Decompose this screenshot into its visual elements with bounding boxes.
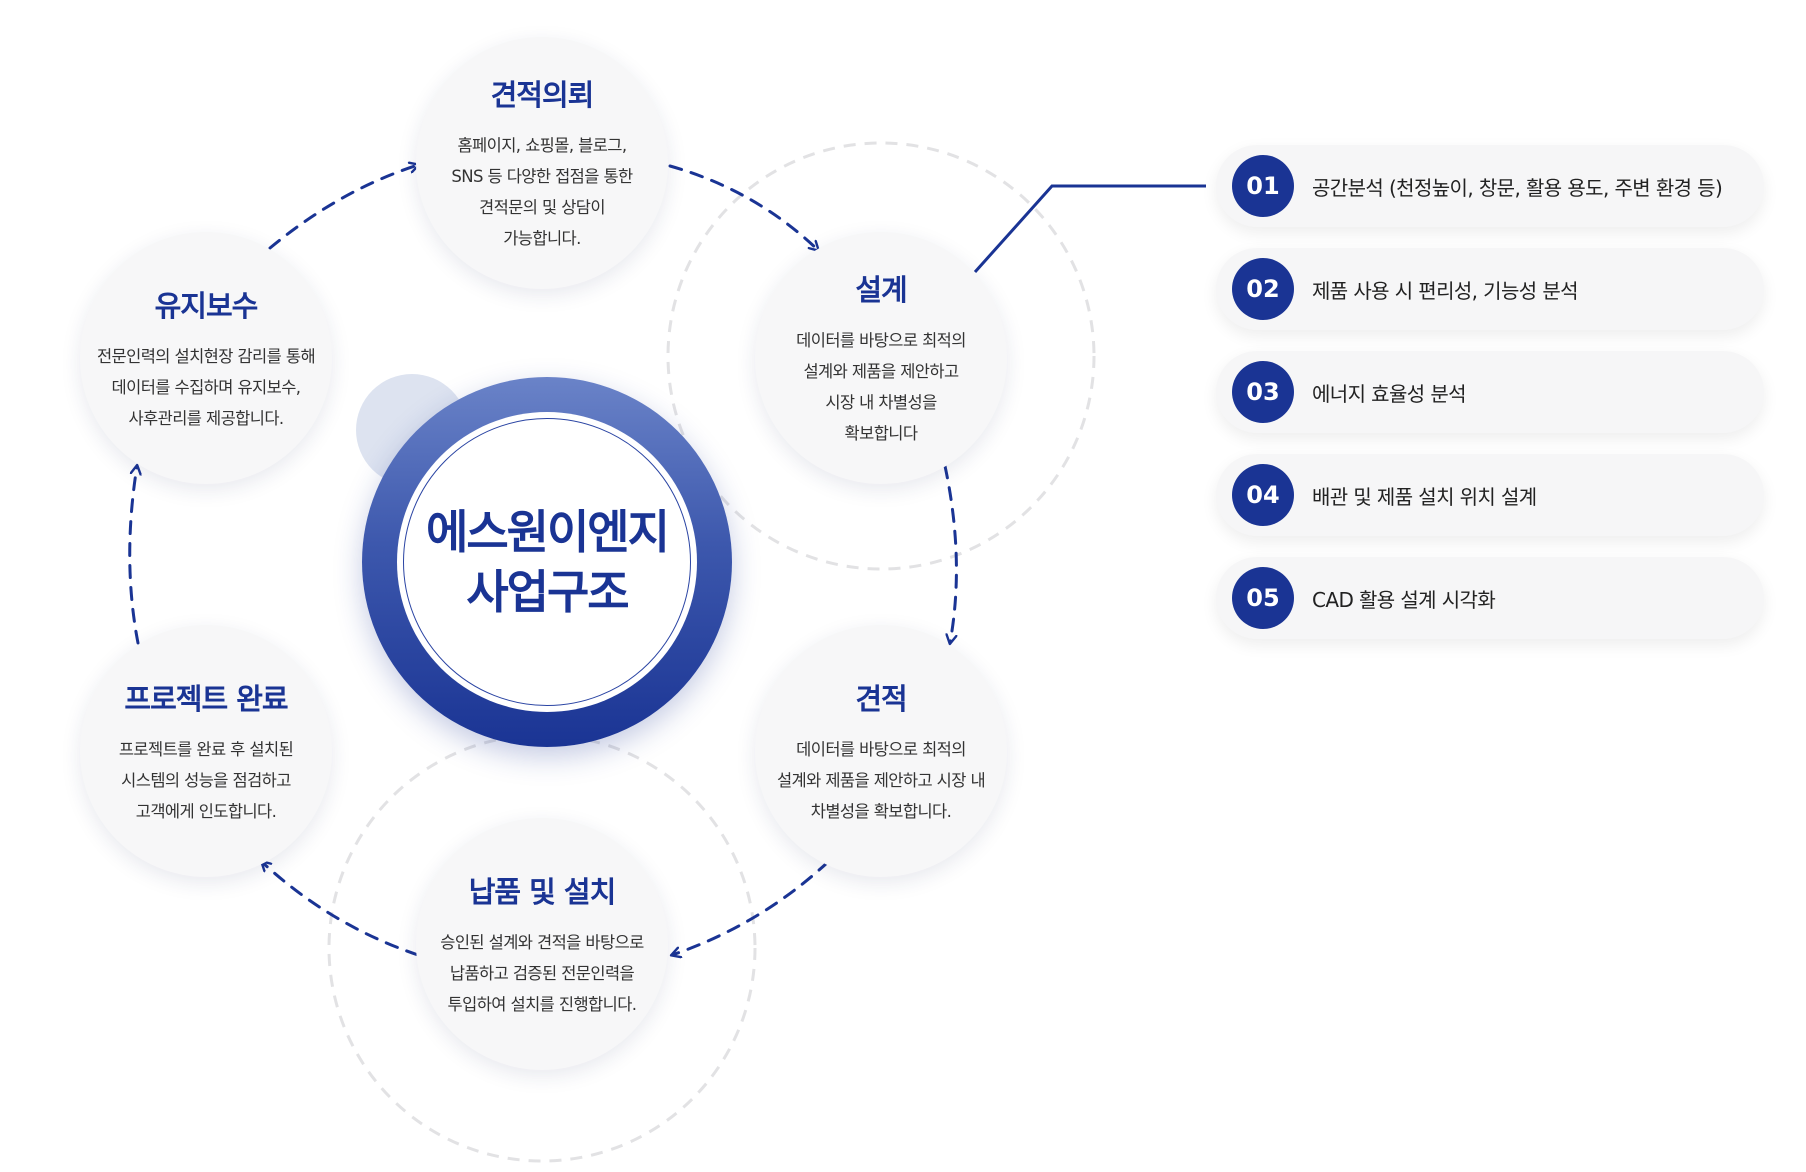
arrow-design-to-estimate — [943, 464, 958, 643]
feature-text: 제품 사용 시 편리성, 기능성 분석 — [1312, 278, 1579, 303]
feature-item: 04 배관 및 제품 설치 위치 설계 — [1216, 454, 1764, 536]
center-inner-circle: 에스원이엔지 사업구조 — [397, 412, 697, 712]
step-description-line: 시장 내 차별성을 — [825, 393, 937, 412]
step-description-line: 승인된 설계와 견적을 바탕으로 — [440, 932, 644, 952]
step-description-line: SNS 등 다양한 접점을 통한 — [451, 167, 633, 186]
step-title: 견적 — [855, 681, 907, 716]
step-design: 설계 데이터를 바탕으로 최적의 설계와 제품을 제안하고 시장 내 차별성을 … — [755, 232, 1007, 484]
center-title-line2: 사업구조 — [466, 565, 629, 619]
step-description: 홈페이지, 쇼핑몰, 블로그, SNS 등 다양한 접점을 통한 견적문의 및 … — [451, 130, 633, 254]
feature-number-badge: 02 — [1232, 258, 1294, 320]
feature-text: CAD 활용 설계 시각화 — [1312, 587, 1496, 612]
step-description-line: 전문인력의 설치현장 감리를 통해 — [96, 346, 316, 366]
feature-text: 공간분석 (천정높이, 창문, 활용 용도, 주변 환경 등) — [1312, 175, 1723, 200]
feature-item: 01 공간분석 (천정높이, 창문, 활용 용도, 주변 환경 등) — [1216, 145, 1764, 227]
step-description-line: 데이터를 바탕으로 최적의 — [796, 739, 966, 759]
step-description-line: 납품하고 검증된 전문인력을 — [449, 963, 635, 983]
step-description: 프로젝트를 완료 후 설치된 시스템의 성능을 점검하고 고객에게 인도합니다. — [118, 734, 294, 827]
arrow-quote-request-to-design — [668, 164, 818, 250]
arrow-maintenance-to-quote-request — [268, 165, 418, 250]
feature-number-badge: 03 — [1232, 361, 1294, 423]
step-description-line: 투입하여 설치를 진행합니다. — [447, 994, 638, 1014]
feature-text: 에너지 효율성 분석 — [1312, 381, 1467, 406]
guide-circle-delivery — [327, 733, 757, 1163]
center-title-line1: 에스원이엔지 — [426, 505, 670, 559]
step-description-line: 확보합니다 — [844, 424, 919, 443]
center-inner-outline — [403, 418, 691, 706]
step-maintenance: 유지보수 전문인력의 설치현장 감리를 통해 데이터를 수집하며 유지보수, 사… — [80, 232, 332, 484]
design-to-features-connector — [973, 184, 1206, 274]
step-estimate: 견적 데이터를 바탕으로 최적의 설계와 제품을 제안하고 시장 내 차별성을 … — [755, 625, 1007, 877]
guide-circle-design — [666, 141, 1096, 571]
step-title: 유지보수 — [154, 288, 259, 323]
step-description-line: 설계와 제품을 제안하고 시장 내 — [776, 770, 986, 790]
feature-number-badge: 05 — [1232, 567, 1294, 629]
step-description-line: 견적문의 및 상담이 — [479, 198, 606, 217]
step-description: 데이터를 바탕으로 최적의 설계와 제품을 제안하고 시장 내 차별성을 확보합… — [776, 734, 986, 827]
step-description: 승인된 설계와 견적을 바탕으로 납품하고 검증된 전문인력을 투입하여 설치를… — [440, 927, 644, 1020]
feature-item: 05 CAD 활용 설계 시각화 — [1216, 557, 1764, 639]
feature-number-badge: 04 — [1232, 464, 1294, 526]
step-project-completion: 프로젝트 완료 프로젝트를 완료 후 설치된 시스템의 성능을 점검하고 고객에… — [80, 625, 332, 877]
step-description-line: 설계와 제품을 제안하고 — [803, 362, 959, 381]
step-title: 납품 및 설치 — [468, 874, 617, 909]
step-description-line: 차별성을 확보합니다. — [810, 801, 952, 821]
arrow-estimate-to-delivery — [672, 860, 830, 955]
step-title: 견적의뢰 — [490, 78, 595, 112]
step-title: 설계 — [855, 273, 907, 307]
feature-text: 배관 및 제품 설치 위치 설계 — [1312, 484, 1537, 509]
step-description-line: 고객에게 인도합니다. — [135, 801, 277, 821]
step-description: 전문인력의 설치현장 감리를 통해 데이터를 수집하며 유지보수, 사후관리를 … — [96, 341, 316, 434]
arrow-delivery-to-completion — [262, 862, 420, 957]
feature-number-badge: 01 — [1232, 155, 1294, 217]
step-quote-request: 견적의뢰 홈페이지, 쇼핑몰, 블로그, SNS 등 다양한 접점을 통한 견적… — [416, 37, 668, 289]
step-delivery-installation: 납품 및 설치 승인된 설계와 견적을 바탕으로 납품하고 검증된 전문인력을 … — [416, 818, 668, 1070]
feature-item: 02 제품 사용 시 편리성, 기능성 분석 — [1216, 248, 1764, 330]
step-description-line: 시스템의 성능을 점검하고 — [121, 770, 291, 790]
center-ring: 에스원이엔지 사업구조 — [362, 377, 732, 747]
step-description-line: 프로젝트를 완료 후 설치된 — [118, 739, 294, 759]
step-description-line: 데이터를 바탕으로 최적의 — [796, 331, 966, 350]
step-description-line: 홈페이지, 쇼핑몰, 블로그, — [457, 136, 627, 155]
arrow-completion-to-maintenance — [128, 466, 138, 645]
center-title: 에스원이엔지 사업구조 — [426, 502, 670, 622]
step-description-line: 가능합니다. — [503, 229, 581, 248]
step-title: 프로젝트 완료 — [124, 681, 288, 716]
step-description-line: 사후관리를 제공합니다. — [128, 408, 284, 428]
step-description-line: 데이터를 수집하며 유지보수, — [111, 377, 302, 397]
feature-item: 03 에너지 효율성 분석 — [1216, 351, 1764, 433]
step-description: 데이터를 바탕으로 최적의 설계와 제품을 제안하고 시장 내 차별성을 확보합… — [796, 325, 966, 449]
